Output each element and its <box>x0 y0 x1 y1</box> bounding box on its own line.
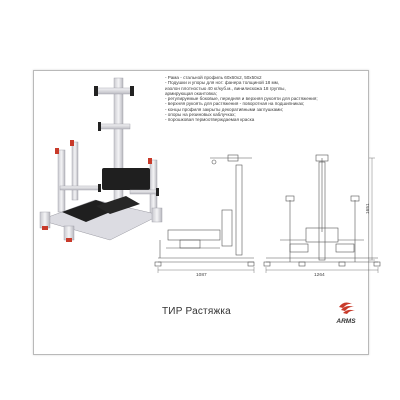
front-width-label: 1264 <box>314 272 325 278</box>
spec-line: - верхняя рукоять для растяжения - повор… <box>165 101 305 107</box>
spec-line: - порошковая термоотверждаемая краска <box>165 117 255 123</box>
spec-line: - Подушки и упоры для ног: фанера толщин… <box>165 80 280 86</box>
spec-line: армирующая окантовка; <box>165 90 217 96</box>
spec-line: изолон плотностью 40 кг/куб.м., винилиск… <box>165 85 286 91</box>
height-label: 1651 <box>365 203 371 214</box>
front-view-drawing <box>263 154 381 273</box>
spec-list: - Рама - стальной профиль 60х60х2, 50х50… <box>165 75 361 123</box>
side-length-label: 1087 <box>196 272 207 278</box>
spec-line: - Рама - стальной профиль 60х60х2, 50х50… <box>165 75 262 80</box>
spec-line: - концы профиля закрыты декоративными за… <box>165 106 284 112</box>
spec-line: - регулируемые боковые, передняя и верхн… <box>165 96 318 102</box>
side-view-drawing <box>154 154 255 273</box>
product-render <box>39 77 163 242</box>
arms-logo: ARMS <box>335 302 356 325</box>
spec-line: - опоры на резиновых каблучках; <box>165 112 236 118</box>
svg-text:ARMS: ARMS <box>335 318 356 325</box>
product-title: ТИР Растяжка <box>162 306 231 317</box>
